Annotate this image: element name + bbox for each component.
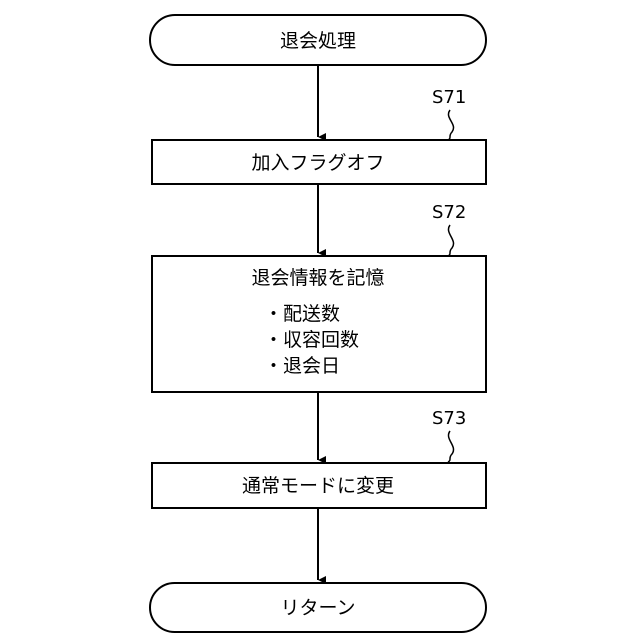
process-item-withdrawal-date: ・退会日 [264, 355, 340, 377]
process-box-s73: 通常モードに変更 [152, 463, 486, 508]
start-label: 退会処理 [280, 30, 356, 52]
process-label-s73: 通常モードに変更 [242, 475, 394, 497]
end-label: リターン [280, 597, 355, 619]
start-terminal: 退会処理 [150, 15, 486, 65]
process-label-s72: 退会情報を記憶 [251, 267, 384, 289]
process-box-s72: 退会情報を記憶 ・配送数 ・収容回数 ・退会日 [152, 256, 486, 392]
process-box-s71: 加入フラグオフ [152, 140, 486, 184]
step-id-s72: S72 [432, 202, 466, 223]
step-id-leader-s73 [448, 431, 454, 462]
step-id-leader-s71 [448, 110, 454, 140]
end-terminal: リターン [150, 583, 486, 632]
process-item-storage-count: ・収容回数 [264, 329, 359, 351]
process-label-s71: 加入フラグオフ [251, 152, 384, 174]
step-id-leader-s72 [448, 225, 454, 256]
step-id-s73: S73 [432, 408, 466, 429]
step-id-s71: S71 [432, 87, 466, 108]
process-item-delivery-count: ・配送数 [264, 303, 340, 325]
